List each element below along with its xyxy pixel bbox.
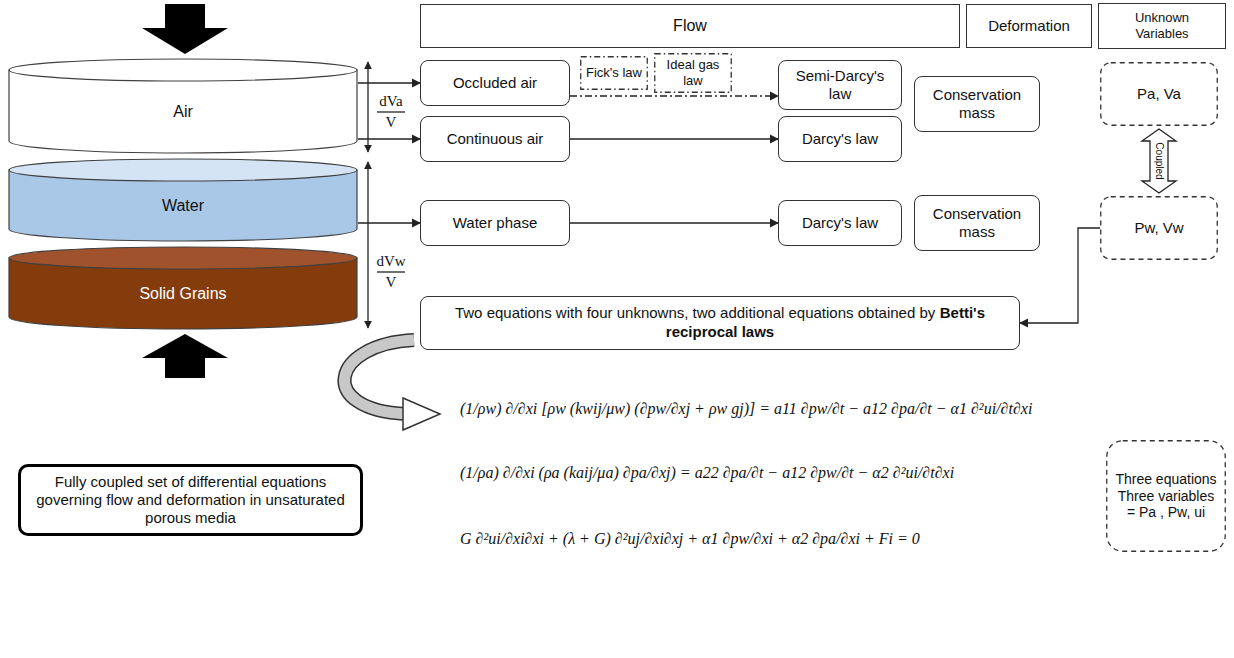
cylinder-top — [9, 247, 357, 269]
cylinder-outline — [8, 58, 358, 154]
load-arrow — [142, 4, 228, 54]
flow-arrow — [570, 95, 778, 96]
cylinder-top — [9, 59, 357, 81]
cylinder-body — [9, 70, 357, 153]
volume-arrow — [367, 162, 368, 328]
process-box: Continuous air — [420, 116, 570, 162]
node-text: Pa, Va — [1137, 85, 1181, 103]
node-text: Three equations Three variables = Pa , P… — [1113, 471, 1219, 521]
node-text: Unknown Variables — [1117, 10, 1207, 41]
equation: G ∂²ui/∂xi∂xi + (λ + G) ∂²uj/∂xi∂xj + α1… — [460, 528, 1096, 550]
node-text: Deformation — [988, 17, 1070, 35]
box-outline — [1106, 440, 1226, 552]
node-text: Two equations with four unknowns, two ad… — [455, 304, 935, 321]
law-box: Fick's law — [580, 56, 648, 90]
node-text: Solid Grains — [139, 284, 226, 303]
box-outline — [1100, 62, 1218, 126]
equation: (1/ρa) ∂/∂xi (ρa (kaij/μa) ∂pa/∂xj) = a2… — [460, 462, 1096, 484]
node-text: Conservation mass — [922, 205, 1032, 241]
box-border — [655, 54, 732, 93]
variable-box: Pa, Va — [1100, 62, 1218, 126]
node-text: Pw, Vw — [1134, 219, 1183, 237]
law-box: Darcy's law — [778, 200, 902, 246]
flow-arrow — [1020, 228, 1100, 323]
node-text: Darcy's law — [802, 214, 878, 232]
node-text: Continuous air — [447, 130, 544, 148]
node-text: Fully coupled set of differential equati… — [28, 473, 353, 527]
box-outline — [1100, 196, 1218, 260]
header-box: Unknown Variables — [1098, 3, 1226, 49]
process-box: Conservation mass — [914, 76, 1040, 132]
flow-arrow — [570, 138, 778, 139]
cylinder-top — [9, 159, 357, 181]
summary-box: Fully coupled set of differential equati… — [18, 464, 363, 536]
box-outline — [654, 53, 732, 93]
cylinder-outline — [8, 158, 358, 242]
box-border — [1101, 197, 1218, 260]
law-box: Darcy's law — [778, 116, 902, 162]
summary-box: Three equations Three variables = Pa , P… — [1106, 440, 1226, 552]
node-text: Water phase — [453, 214, 538, 232]
node-text: Fick's law — [586, 65, 642, 81]
box-outline — [580, 56, 648, 90]
node-text: Betti's reciprocal laws — [666, 304, 985, 340]
equation: (1/ρw) ∂/∂xi [ρw (kwij/μw) (∂pw/∂xj + ρw… — [460, 398, 1096, 420]
process-box: Water phase — [420, 200, 570, 246]
cylinder-body — [9, 258, 357, 329]
node-text: Conservation mass — [922, 86, 1032, 122]
flow-arrow — [358, 138, 420, 139]
coupled-arrow — [1142, 129, 1176, 193]
cylinder-outline — [8, 246, 358, 330]
box-border — [581, 57, 648, 90]
curved-arrow-head — [403, 398, 440, 430]
law-box: Ideal gas law — [654, 53, 732, 93]
box-border — [1101, 63, 1218, 126]
variable-box: Pw, Vw — [1100, 196, 1218, 260]
node-text: Flow — [673, 16, 707, 35]
flow-arrow — [570, 222, 778, 223]
phase-cylinder: Air — [8, 58, 358, 154]
header-box: Deformation — [966, 4, 1092, 48]
node-text: Semi-Darcy's law — [786, 67, 894, 103]
note-box: Two equations with four unknowns, two ad… — [420, 296, 1020, 350]
fraction-denominator: V — [376, 113, 406, 131]
process-box: Conservation mass — [914, 195, 1040, 251]
cylinder-body — [9, 170, 357, 241]
node-text: Ideal gas law — [658, 57, 728, 88]
header-box: Flow — [420, 4, 960, 48]
fraction-bar — [377, 111, 405, 112]
fraction-bar — [377, 271, 405, 272]
law-box: Semi-Darcy's law — [778, 60, 902, 111]
load-arrow — [142, 334, 228, 378]
phase-cylinder: Water — [8, 158, 358, 242]
node-text: Air — [173, 102, 193, 121]
flow-arrow — [358, 222, 420, 223]
node-text: Water — [162, 196, 204, 215]
edge-label: Coupled — [1153, 141, 1165, 180]
phase-cylinder: Solid Grains — [8, 246, 358, 330]
box-border — [1107, 441, 1226, 552]
fraction-denominator: V — [376, 273, 406, 291]
node-text: Darcy's law — [802, 130, 878, 148]
fraction-numerator: dVa — [376, 92, 406, 110]
process-box: Occluded air — [420, 60, 570, 106]
flow-arrow — [358, 82, 420, 83]
fraction-numerator: dVw — [376, 252, 406, 270]
node-text: Occluded air — [453, 74, 537, 92]
